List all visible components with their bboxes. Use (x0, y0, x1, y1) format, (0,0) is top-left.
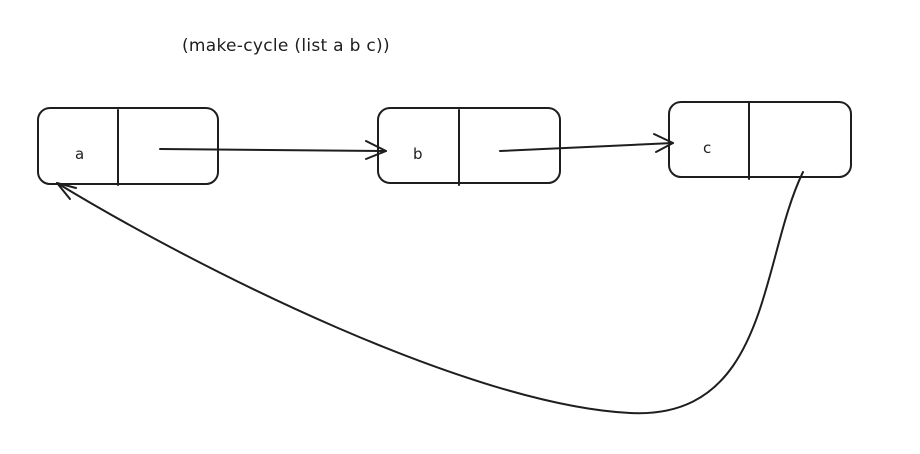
cell-c-box (668, 101, 852, 178)
cons-cell-c (668, 101, 852, 180)
cell-b-box (377, 107, 561, 184)
cell-a-box (37, 107, 219, 185)
pointer-arrow-a-to-b (159, 140, 387, 160)
cons-cell-a (37, 107, 219, 186)
diagram-caption: (make-cycle (list a b c)) (182, 36, 390, 56)
pointer-arrow-b-to-c (499, 133, 674, 153)
cons-cell-b (377, 107, 561, 186)
cell-b-label: b (413, 145, 423, 163)
cell-a-label: a (75, 145, 85, 163)
pointer-arrow-c-to-a (56, 171, 804, 415)
cell-c-label: c (703, 139, 712, 157)
